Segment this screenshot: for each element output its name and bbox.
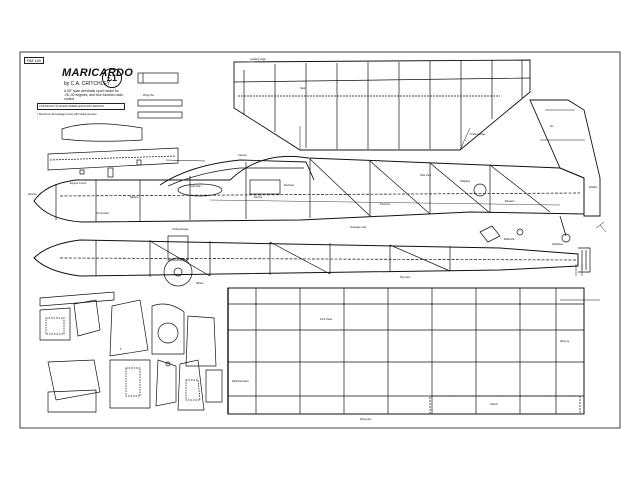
plan-code: RM 140 <box>24 57 45 64</box>
label-receiver: Receiver <box>284 184 295 187</box>
upper-wing-panel <box>233 59 531 151</box>
label-aileron: Aileron <box>490 403 499 406</box>
label-former: F <box>120 348 122 351</box>
label-tailwheel: Tailwheel <box>552 243 563 246</box>
fuselage-side-view <box>33 99 601 243</box>
price-badge: £1 <box>102 68 122 88</box>
label-spar: Spar <box>300 87 306 90</box>
fuselage-top-view <box>33 235 591 287</box>
canopy-outline <box>159 159 315 186</box>
label-engine-mount: Engine mount <box>70 182 87 185</box>
wing-rib-section <box>61 123 143 142</box>
label-spinner: Spinner <box>28 193 37 196</box>
general-note: * Reinforce all fuselage joints with bal… <box>37 112 97 116</box>
tailplane-pivot <box>473 183 487 197</box>
lower-wing-plan <box>227 287 600 415</box>
label-undercarriage: Undercarriage <box>172 228 189 231</box>
label-side-view: Side view <box>420 174 432 177</box>
label-battery: Battery <box>130 196 139 199</box>
label-wing-tip: Wing tip <box>560 340 570 343</box>
label-sheet-balsa: 1/16 sheet <box>320 318 333 321</box>
label-trailing-edge: Trailing edge <box>470 133 485 136</box>
label-rudder: Rudder <box>589 186 598 189</box>
label-fuselage-side: Fuselage side <box>350 226 367 229</box>
former-f1 <box>109 299 149 357</box>
label-canopy: Canopy <box>238 154 247 157</box>
label-leading-edge: Leading edge <box>250 58 266 61</box>
label-tank: Fuel tank <box>190 185 201 188</box>
tailplane-section <box>47 147 179 171</box>
label-wing-ribs: Wing ribs <box>143 94 154 97</box>
label-wing-plan: Wing plan <box>360 418 372 421</box>
servo-bay <box>249 179 281 195</box>
fittings <box>479 221 607 276</box>
fuel-tank <box>177 183 223 197</box>
former-f3 <box>185 315 217 367</box>
tailwheel <box>561 233 571 243</box>
sheet-border <box>19 51 621 429</box>
former-f2 <box>151 303 185 355</box>
plan-byline: by C.A. CRITCHLEY <box>64 81 111 87</box>
label-wheel: Wheel <box>196 282 204 285</box>
label-bellcrank: Bellcrank <box>504 238 515 241</box>
label-top-view: Top view <box>400 276 411 279</box>
label-fin: Fin <box>550 125 554 128</box>
label-dihedral-brace: Dihedral brace <box>232 380 249 383</box>
main-wheel <box>163 257 193 287</box>
small-parts-top-left <box>47 72 206 178</box>
label-pushrod: Pushrod <box>380 203 390 206</box>
plan-description: A 50" span aerobatic sport model for .25… <box>64 89 124 102</box>
label-tailplane: Tailplane <box>460 180 471 183</box>
label-servos: Servos <box>254 196 263 199</box>
aileron-outline <box>429 395 581 415</box>
fin-outline <box>529 99 601 217</box>
former-templates <box>39 291 223 413</box>
label-elevator: Elevator <box>505 200 515 203</box>
copyright-notice: COPYRIGHT OF RADIO MODELLER PLANS SERVIC… <box>37 103 125 111</box>
label-firewall: Ply firewall <box>96 212 109 215</box>
engine-outline <box>167 235 189 261</box>
